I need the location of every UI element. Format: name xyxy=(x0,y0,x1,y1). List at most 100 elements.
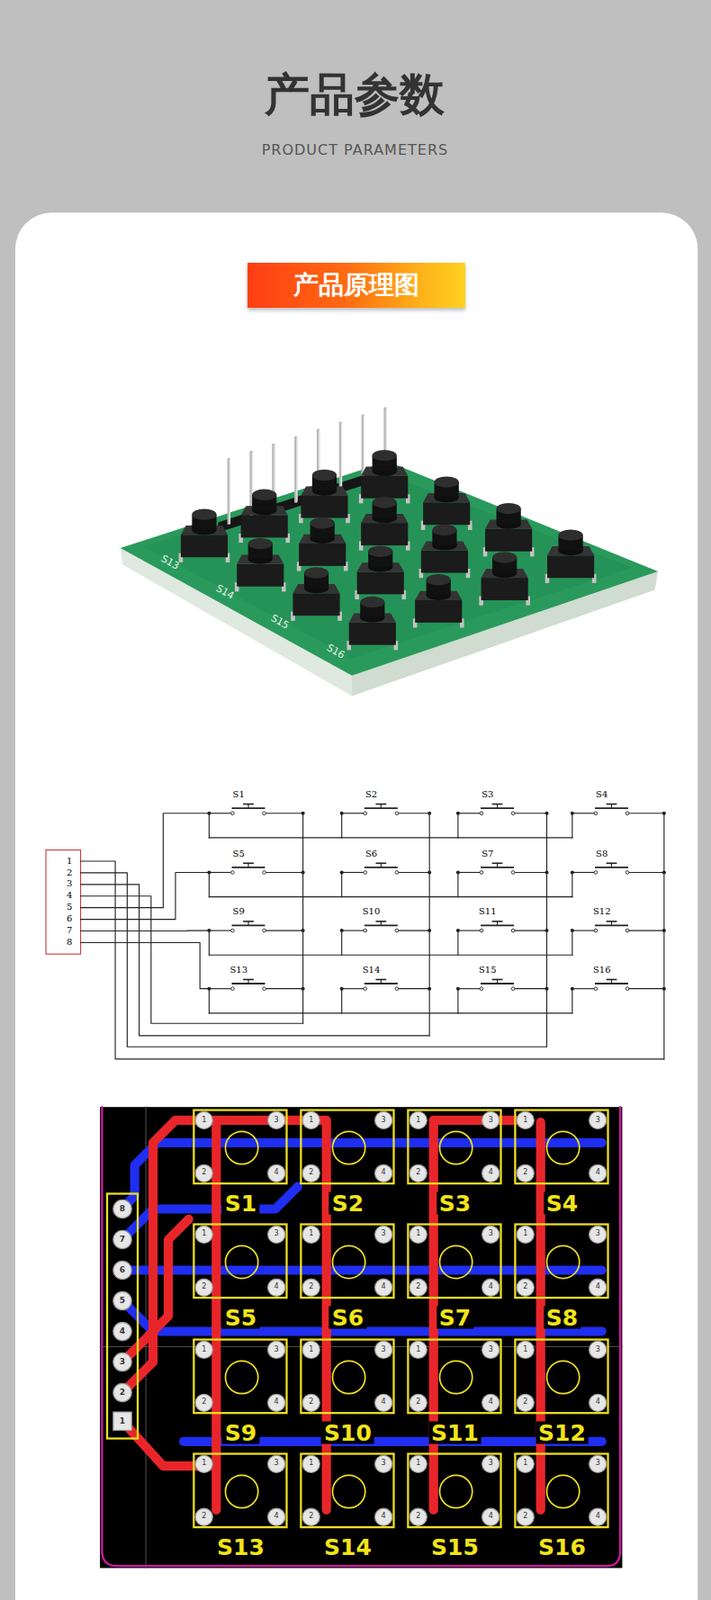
pad-number: 4 xyxy=(488,1169,494,1177)
pad xyxy=(113,1322,132,1341)
footprint-circle xyxy=(440,1475,473,1508)
switch-designator: S11 xyxy=(428,1422,482,1445)
pad-number: 3 xyxy=(595,1116,601,1125)
connector-box xyxy=(45,850,81,955)
pad-number: 2 xyxy=(522,1169,528,1177)
key-cap-top xyxy=(372,450,397,461)
footprint-circle xyxy=(440,1360,473,1394)
row-drop xyxy=(457,930,459,955)
pad xyxy=(409,1164,427,1182)
switch-lead xyxy=(265,872,303,873)
pad xyxy=(302,1455,320,1473)
junction-dot xyxy=(301,987,306,991)
key-cap-top xyxy=(426,574,451,585)
pad xyxy=(195,1455,213,1473)
pad-number: 4 xyxy=(381,1169,387,1177)
top-trace xyxy=(122,1219,189,1363)
switch-contact xyxy=(625,871,630,875)
switch-footprint xyxy=(193,1454,287,1529)
key-body xyxy=(421,550,468,574)
row-drop xyxy=(208,813,210,838)
switch-lead xyxy=(398,872,431,873)
pad-number: 1 xyxy=(308,1346,314,1354)
pad-number: 1 xyxy=(201,1230,207,1238)
key-cap-top xyxy=(312,469,337,481)
column-wire xyxy=(302,813,304,1024)
row-net xyxy=(81,872,210,919)
switch-designator: S2 xyxy=(329,1192,367,1215)
switch-lead xyxy=(572,872,594,873)
pad-number: 4 xyxy=(274,1512,279,1521)
header-pin xyxy=(339,423,342,486)
key-cap-top xyxy=(492,551,517,563)
silkscreen-label: S16 xyxy=(324,642,347,661)
switch-designator: S16 xyxy=(535,1536,589,1559)
switch-lead xyxy=(458,812,480,814)
pad-number: 1 xyxy=(201,1346,207,1354)
pin-highlight xyxy=(341,423,342,486)
pad xyxy=(516,1278,534,1296)
switch-plunger xyxy=(376,920,386,923)
footprint-circle xyxy=(440,1131,473,1164)
pad xyxy=(516,1164,534,1182)
switch-plunger xyxy=(243,862,253,864)
switch-footprint xyxy=(514,1340,608,1414)
bottom-trace xyxy=(122,1301,603,1332)
key-body xyxy=(180,534,228,558)
switch-lead xyxy=(265,812,303,814)
key-cap-top xyxy=(252,489,277,501)
junction-dot xyxy=(570,870,575,874)
switch-label: S12 xyxy=(593,907,612,917)
switch-footprint xyxy=(193,1224,287,1299)
switch-footprint xyxy=(407,1454,501,1529)
switch-contact xyxy=(625,987,630,991)
top-trace xyxy=(211,1122,221,1511)
footprint-circle xyxy=(332,1360,365,1394)
pad xyxy=(409,1394,427,1412)
key-cap-top xyxy=(434,476,459,487)
switch-contact xyxy=(262,928,267,933)
junction-dot xyxy=(662,987,666,991)
junction-dot xyxy=(570,928,575,933)
switch-designator: S13 xyxy=(214,1536,268,1559)
silkscreen-label: S14 xyxy=(214,583,236,602)
junction-dot xyxy=(570,987,575,991)
footprint-circle xyxy=(440,1245,473,1278)
key-body xyxy=(360,522,408,546)
pad-number: 3 xyxy=(488,1459,494,1467)
switch-designator: S10 xyxy=(321,1422,375,1445)
pad xyxy=(113,1260,132,1279)
pad xyxy=(375,1455,393,1473)
switch-designator: S3 xyxy=(436,1192,474,1215)
pin-highlight xyxy=(229,459,231,523)
pad xyxy=(195,1278,213,1296)
pad xyxy=(482,1164,500,1182)
switch-lead xyxy=(208,988,231,990)
junction-dot xyxy=(456,987,460,991)
switch-plunger xyxy=(606,979,616,981)
board-outline xyxy=(101,1107,621,1566)
switch-footprint xyxy=(514,1454,608,1529)
junction-dot xyxy=(544,870,549,874)
footprint-circle xyxy=(225,1245,258,1278)
row-drop xyxy=(341,813,342,838)
pad xyxy=(375,1394,393,1412)
switch-contact xyxy=(479,871,484,875)
switch-designator: S9 xyxy=(222,1422,260,1445)
switch-contact xyxy=(625,928,630,933)
pad xyxy=(409,1111,427,1129)
junction-dot xyxy=(427,811,432,816)
pad-number: 2 xyxy=(415,1512,421,1521)
switch-designator: S14 xyxy=(321,1536,375,1559)
key-cap-top xyxy=(496,503,522,514)
pad-number: 4 xyxy=(488,1283,494,1291)
switch-label: S14 xyxy=(362,965,381,975)
pad-number: 1 xyxy=(308,1116,314,1125)
pad xyxy=(482,1455,500,1473)
pad-number: 3 xyxy=(595,1346,601,1354)
pin-number: 8 xyxy=(119,1205,126,1214)
pad-number: 2 xyxy=(415,1283,421,1291)
pad xyxy=(113,1199,132,1218)
switch-contact xyxy=(395,987,399,991)
switch-lead xyxy=(629,812,665,814)
